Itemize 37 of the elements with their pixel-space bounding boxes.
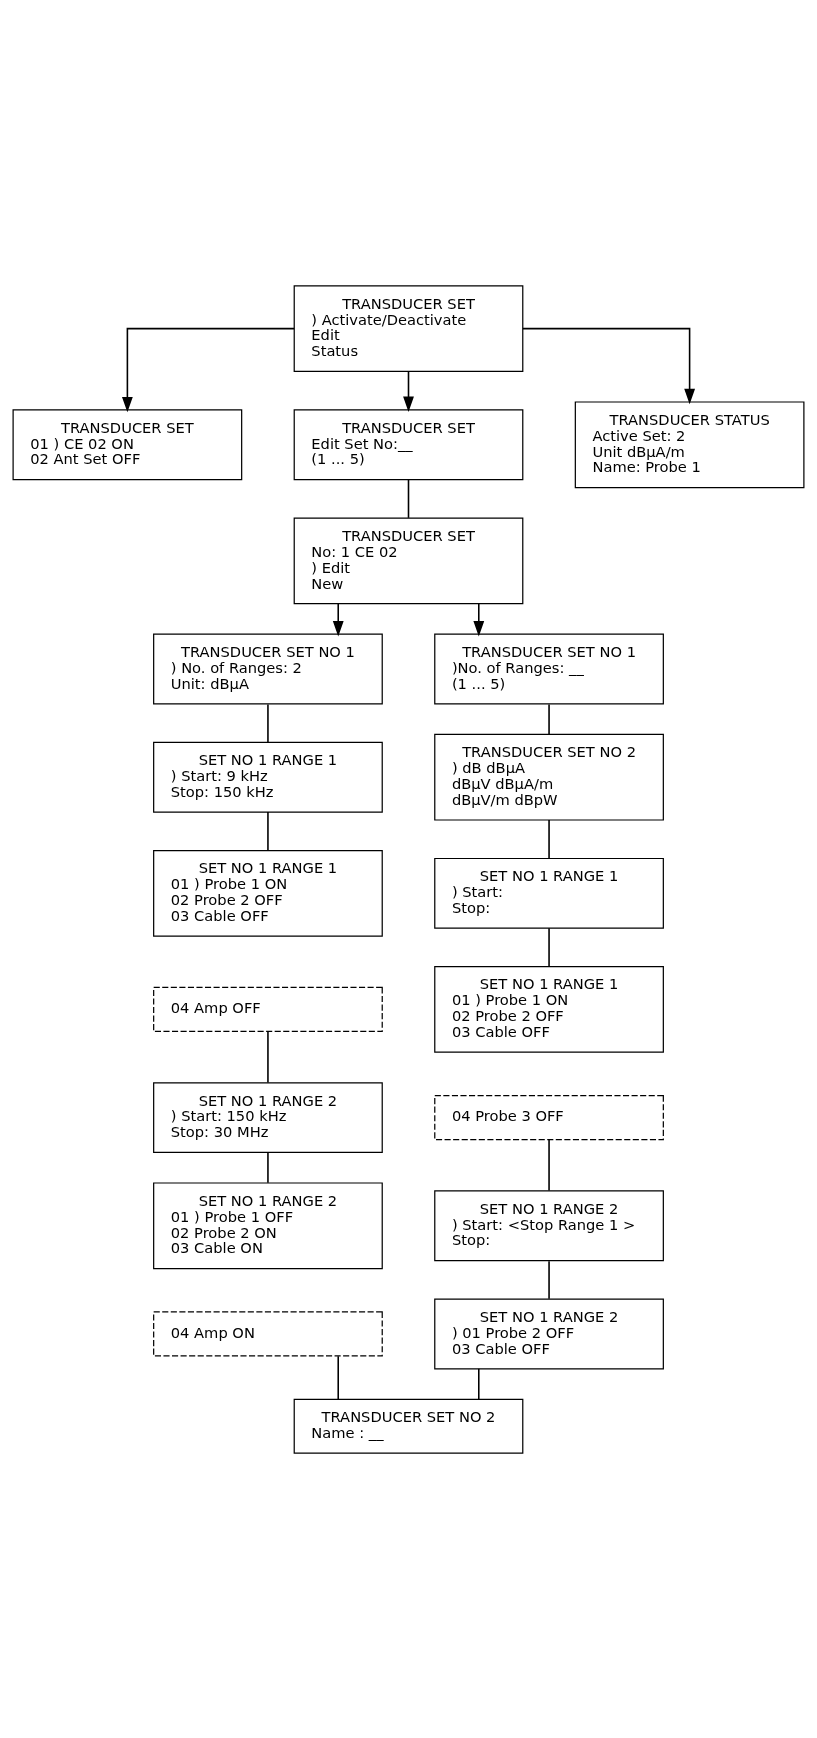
- node-box: TRANSDUCER SET Edit Set No:__ (1 ... 5): [293, 408, 524, 480]
- node-box: SET NO 1 RANGE 2 ) Start: 150 kHz Stop: 30 MHz: [153, 1081, 383, 1153]
- node-box: SET NO 1 RANGE 2 ) 01 Probe 2 OFF 03 Cable OFF: [434, 1298, 664, 1369]
- node-box: 04 Amp ON: [153, 1310, 383, 1357]
- connector: [478, 1367, 480, 1400]
- node-box: TRANSDUCER SET No: 1 CE 02 ) Edit New: [293, 517, 524, 604]
- connector: [267, 1030, 269, 1083]
- node-box: SET NO 1 RANGE 1 ) Start: Stop:: [434, 857, 664, 929]
- connector: [267, 703, 269, 743]
- arrow: [522, 327, 695, 404]
- node-box: TRANSDUCER SET 01 ) CE 02 ON 02 Ant Set OFF: [12, 408, 243, 480]
- connector: [267, 1151, 269, 1184]
- arrow: [473, 602, 485, 637]
- connector: [407, 478, 410, 519]
- node-box: SET NO 1 RANGE 1 01 ) Probe 1 ON 02 Probe 2 OFF 03 Cable OFF: [153, 849, 383, 937]
- connector: [267, 810, 269, 851]
- connector: [548, 703, 550, 735]
- node-box: 04 Amp OFF: [153, 986, 383, 1032]
- node-box: SET NO 1 RANGE 1 ) Start: 9 kHz Stop: 150 kHz: [153, 741, 383, 813]
- connector: [337, 1355, 339, 1400]
- connector: [548, 926, 550, 967]
- connector: [548, 818, 550, 859]
- node-box: TRANSDUCER SET NO 2 Name : __: [293, 1398, 524, 1454]
- node-box: TRANSDUCER SET NO 1 ) No. of Ranges: 2 Unit: dBµA: [153, 633, 383, 704]
- node-box: SET NO 1 RANGE 2 01 ) Probe 1 OFF 02 Probe 2 ON 03 Cable ON: [153, 1181, 383, 1269]
- node-box: TRANSDUCER SET ) Activate/Deactivate Edit Status: [293, 284, 524, 372]
- node-box: TRANSDUCER STATUS Active Set: 2 Unit dBµA/m Name: Probe 1: [574, 400, 805, 488]
- connector: [548, 1259, 550, 1300]
- node-box: TRANSDUCER SET NO 2 ) dB dBµA dBµV dBµA/m dBµV/m dBpW: [434, 733, 664, 821]
- arrow: [122, 327, 295, 412]
- node-box: SET NO 1 RANGE 2 ) Start: <Stop Range 1 > Stop:: [434, 1189, 664, 1261]
- connector: [548, 1138, 550, 1191]
- node-box: TRANSDUCER SET NO 1 )No. of Ranges: __ (1 ... 5): [434, 633, 664, 704]
- arrow: [332, 602, 344, 637]
- node-box: 04 Probe 3 OFF: [434, 1094, 664, 1140]
- node-box: SET NO 1 RANGE 1 01 ) Probe 1 ON 02 Probe 2 OFF 03 Cable OFF: [434, 965, 664, 1053]
- arrow: [403, 370, 414, 412]
